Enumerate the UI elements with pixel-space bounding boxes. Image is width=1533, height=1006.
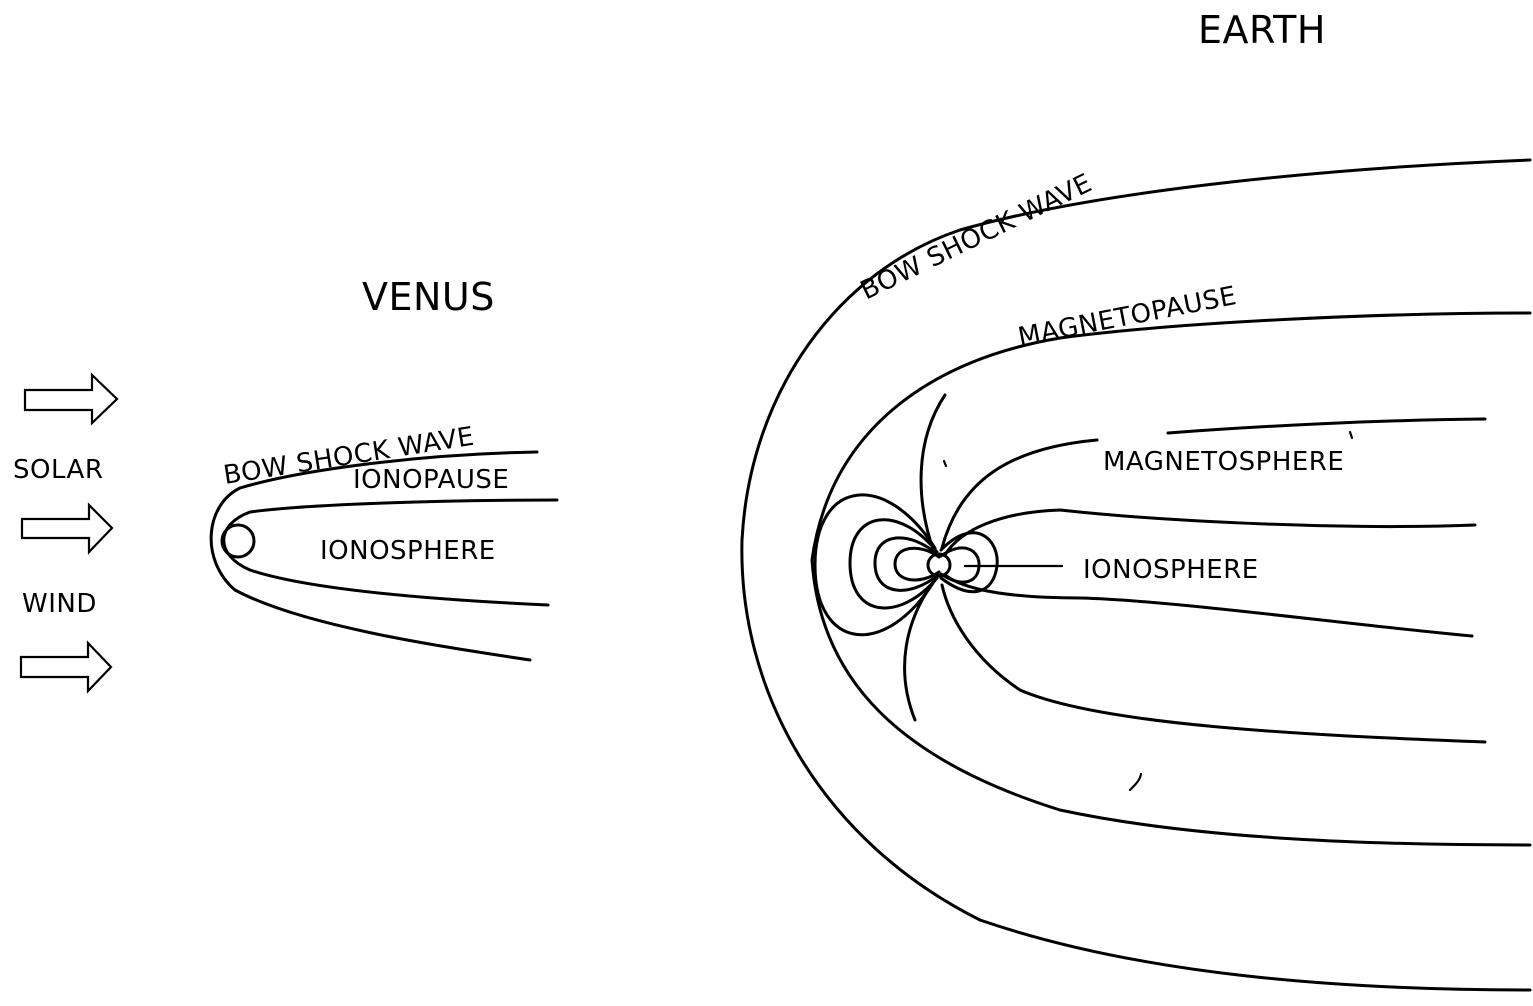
earth-field-line <box>940 583 1487 744</box>
earth-diagram: EARTH BOW SHOCK WAVE MA <box>740 8 1532 992</box>
stray-mark <box>1128 772 1143 792</box>
earth-magnetosphere-label: MAGNETOSPHERE <box>1103 447 1344 477</box>
earth-dipole-loop <box>873 536 940 592</box>
stray-mark <box>942 459 948 468</box>
solar-wind-arrow-icon <box>19 640 113 694</box>
earth-field-line <box>1166 417 1487 435</box>
earth-ionosphere-label: IONOSPHERE <box>1083 555 1259 585</box>
earth-field-line <box>943 508 1477 557</box>
earth-northern-cusp-line <box>919 393 947 557</box>
earth-magnetopause-line <box>810 311 1532 847</box>
venus-bow-shock-line <box>209 450 539 662</box>
earth-bow-shock-line <box>740 158 1532 992</box>
earth-planet <box>926 552 952 578</box>
venus-title: VENUS <box>362 275 495 319</box>
venus-ionopause-line <box>222 498 559 607</box>
venus-ionosphere-label: IONOSPHERE <box>320 536 496 566</box>
venus-planet <box>220 523 256 559</box>
wind-label: WIND <box>22 589 97 619</box>
venus-diagram: VENUS BOW SHOCK WAVE IONOPAUSE IONOSPHER… <box>209 275 559 662</box>
venus-ionopause-label: IONOPAUSE <box>353 465 509 495</box>
solar-wind-arrow-icon <box>23 372 119 426</box>
earth-dipole-loop <box>848 518 939 610</box>
earth-bow-shock-label: BOW SHOCK WAVE <box>856 168 1097 306</box>
solar-wind-arrow-icon <box>20 502 114 555</box>
earth-magnetopause-label: MAGNETOPAUSE <box>1016 281 1240 353</box>
earth-dipole-loop <box>813 493 937 637</box>
earth-field-line <box>940 438 1099 550</box>
stray-mark <box>1348 430 1354 440</box>
earth-title: EARTH <box>1198 8 1326 52</box>
solar-wind-arrows <box>19 372 119 694</box>
solar-label: SOLAR <box>13 455 103 485</box>
earth-dipole-loop <box>893 546 941 582</box>
